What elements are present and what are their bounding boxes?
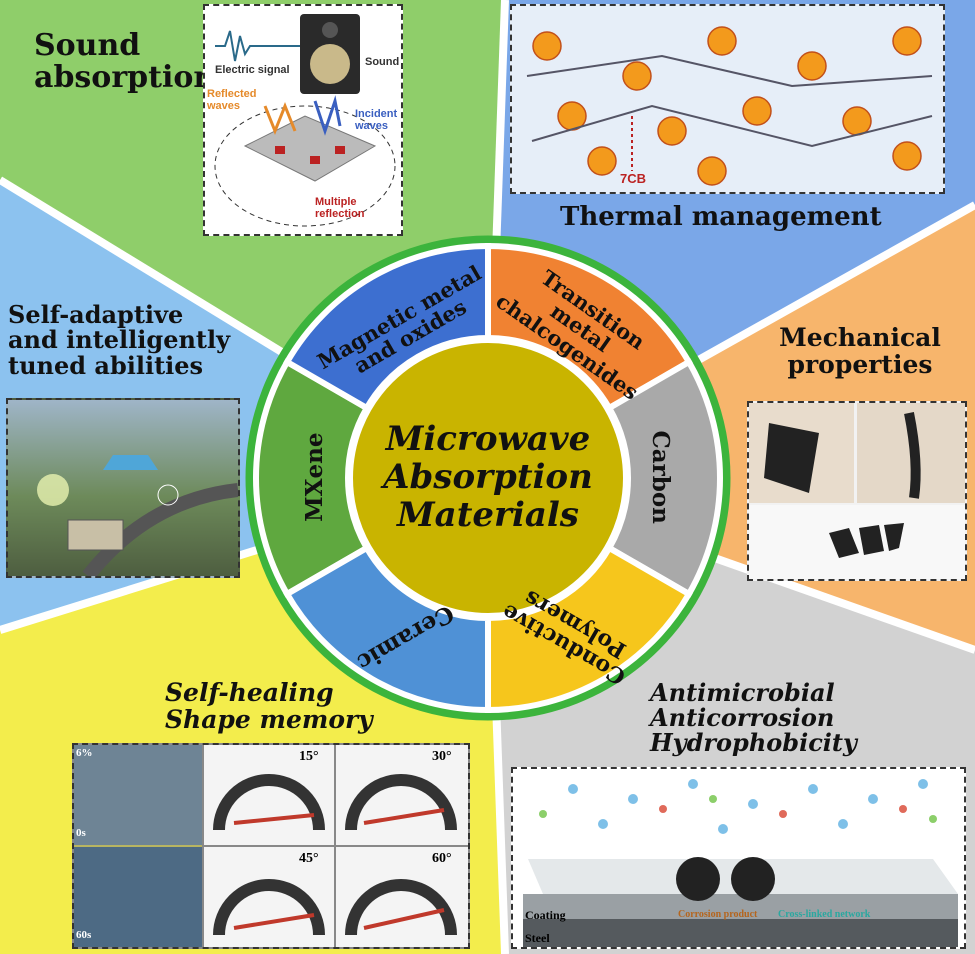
antimicrobial-title-line-1: Antimicrobial [650, 678, 835, 707]
antimicrobial-coating-label: Coating [525, 908, 566, 922]
sound-title-line-1: Sound [34, 28, 141, 63]
antimicrobial-crosslinked-label: Cross-linked network [778, 909, 871, 920]
antimicrobial-inset: Coating Steel Corrosion product Cross-li… [511, 767, 966, 949]
sound-title: Sound absorption [34, 30, 215, 94]
healing-angle-2: 30° [432, 749, 452, 764]
thermal-inset-tag: 7CB [620, 171, 647, 186]
healing-angle-3: 45° [299, 851, 319, 866]
sound-inset-reflected-label: Reflected waves [207, 88, 257, 112]
thermal-inset: 7CB [510, 4, 945, 194]
adaptive-title: Self-adaptive and intelligently tuned ab… [8, 300, 231, 380]
healing-inset: 6% 0s 60s 15° 30° 45° 60° [72, 743, 470, 949]
adaptive-inset-art [37, 455, 238, 576]
reflected-line-2: waves [207, 100, 241, 112]
adaptive-title-line-2: and intelligently [8, 325, 231, 355]
antimicrobial-title: Antimicrobial Anticorrosion Hydrophobici… [650, 680, 857, 755]
healing-angle-4: 60° [432, 851, 452, 866]
adaptive-inset [6, 398, 240, 578]
antimicrobial-title-line-3: Hydrophobicity [650, 728, 857, 757]
healing-left-label-1: 6% [76, 747, 93, 759]
sound-inset-art [214, 14, 396, 227]
mechanical-inset-art [749, 403, 965, 579]
mechanical-inset [747, 401, 967, 581]
thermal-title: Thermal management [560, 202, 882, 232]
antimicrobial-title-line-2: Anticorrosion [650, 703, 835, 732]
center-title: Microwave Absorption Materials [348, 420, 628, 534]
segment-label-carbon: Carbon [647, 417, 675, 537]
mechanical-title-line-2: properties [787, 349, 933, 379]
mechanical-title: Mechanical properties [775, 323, 945, 379]
reflected-line-1: Reflected [207, 88, 257, 100]
center-title-line-1: Microwave [385, 419, 591, 459]
healing-inset-art [74, 745, 468, 947]
incident-line-2: waves [355, 120, 389, 132]
healing-title-line-1: Self-healing [165, 678, 334, 707]
segment-label-mxene: MXene [300, 417, 328, 537]
multiple-line-2: reflection [315, 208, 365, 220]
healing-angle-1: 15° [299, 749, 319, 764]
sound-inset-multiple-label: Multiple reflection [315, 196, 365, 220]
healing-left-label-3: 60s [76, 929, 92, 941]
adaptive-title-line-3: tuned abilities [8, 350, 204, 380]
sound-inset-incident-label: Incident waves [355, 108, 397, 132]
adaptive-title-line-1: Self-adaptive [8, 300, 184, 329]
antimicrobial-inset-art [523, 779, 958, 947]
healing-left-label-2: 0s [76, 827, 86, 839]
mechanical-title-line-1: Mechanical [779, 323, 941, 352]
sound-inset: Electric signal Sound Reflected waves In… [203, 4, 403, 236]
sound-inset-sound-label: Sound [365, 56, 400, 68]
segment-mxene-line-1: MXene [300, 432, 328, 522]
center-title-line-2: Absorption [383, 457, 593, 497]
thermal-inset-art [526, 26, 933, 186]
sound-inset-electric-label: Electric signal [215, 64, 290, 76]
center-title-line-3: Materials [397, 495, 579, 535]
multiple-line-1: Multiple [315, 196, 357, 208]
segment-carbon-line-1: Carbon [647, 430, 675, 524]
center-circle [347, 337, 629, 619]
antimicrobial-corrosion-label: Corrosion product [678, 909, 758, 920]
incident-line-1: Incident [355, 108, 398, 120]
antimicrobial-steel-label: Steel [525, 931, 550, 945]
healing-title-line-2: Shape memory [165, 704, 373, 734]
healing-title: Self-healing Shape memory [165, 678, 373, 734]
sound-title-line-2: absorption [34, 59, 216, 95]
